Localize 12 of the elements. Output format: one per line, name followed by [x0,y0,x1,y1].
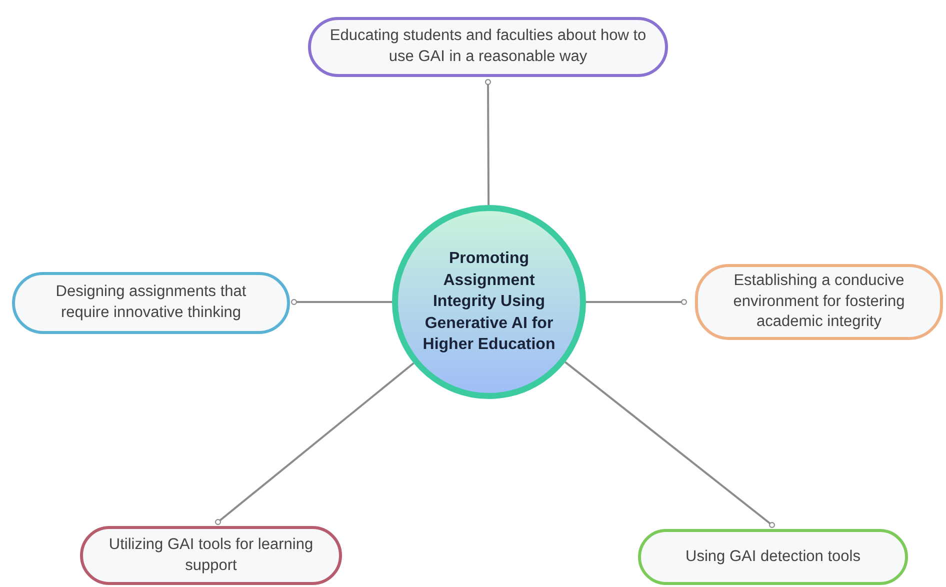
connector-line [485,79,491,205]
connector-line [586,299,687,305]
topic-text: Using GAI detection tools [686,546,860,567]
connector-line [215,362,414,525]
topic-text: Educating students and faculties about how to use GAI in a reasonable way [328,26,648,67]
topic-text: Designing assignments that require innovative thinking [54,282,248,323]
connector-line [291,299,392,305]
topic-text: Promoting Assignment Integrity Using Generative AI for Higher Education [422,249,556,356]
topic-box [695,264,943,340]
topic-text: Utilizing GAI tools for learning support [108,534,314,576]
connector-line [564,361,775,528]
topic-text: Establishing a conducive environment for fostering academic integrity [732,270,906,332]
